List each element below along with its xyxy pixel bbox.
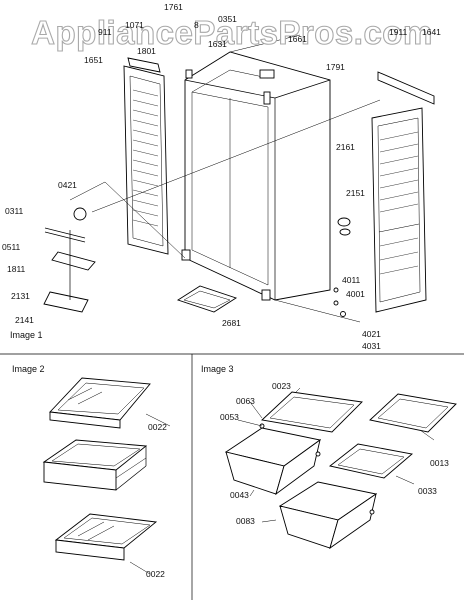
image1-drawing (43, 34, 435, 323)
part-label[interactable]: 1811 (7, 264, 26, 274)
section-label-image1: Image 1 (10, 330, 43, 340)
part-label[interactable]: 0083 (236, 516, 255, 526)
part-label[interactable]: 0022 (146, 569, 165, 579)
part-label[interactable]: 2681 (222, 318, 241, 328)
part-label[interactable]: 911 (98, 27, 112, 37)
part-label[interactable]: 0033 (418, 486, 437, 496)
image1-labels: 1761 1071 911 8 0351 1801 1631 1661 1651… (2, 2, 441, 351)
image3-labels: 0023 0063 0053 0013 0043 0033 0083 (220, 381, 449, 526)
part-label[interactable]: 0053 (220, 412, 239, 422)
part-label[interactable]: 0063 (236, 396, 255, 406)
part-label[interactable]: 4011 (342, 275, 361, 285)
part-label[interactable]: 1651 (84, 55, 103, 65)
part-label[interactable]: 2151 (346, 188, 365, 198)
part-label[interactable]: 1641 (422, 27, 441, 37)
image2-drawing (42, 377, 171, 575)
watermark: AppliancePartsPros.com (31, 14, 433, 51)
part-label[interactable]: 1801 (137, 46, 156, 56)
part-label[interactable]: 0013 (430, 458, 449, 468)
part-label[interactable]: 4001 (346, 289, 365, 299)
part-label[interactable]: 0421 (58, 180, 77, 190)
part-label[interactable]: 1791 (326, 62, 345, 72)
part-label[interactable]: 0311 (5, 206, 24, 216)
part-label[interactable]: 0351 (218, 14, 237, 24)
part-label[interactable]: 1071 (125, 20, 144, 30)
part-label[interactable]: 2161 (336, 142, 355, 152)
part-label[interactable]: 2131 (11, 291, 30, 301)
section-label-image3: Image 3 (201, 364, 234, 374)
part-label[interactable]: 0043 (230, 490, 249, 500)
part-label[interactable]: 8 (194, 20, 199, 30)
part-label[interactable]: 0022 (148, 422, 167, 432)
part-label[interactable]: 0511 (2, 242, 21, 252)
image3-drawing (224, 387, 457, 550)
part-label[interactable]: 1631 (208, 39, 227, 49)
part-label[interactable]: 4021 (362, 329, 381, 339)
part-label[interactable]: 1761 (164, 2, 183, 12)
section-frames (0, 353, 464, 600)
part-label[interactable]: 1911 (389, 27, 408, 37)
part-label[interactable]: 0023 (272, 381, 291, 391)
part-label[interactable]: 4031 (362, 341, 381, 351)
section-label-image2: Image 2 (12, 364, 45, 374)
image2-labels: 0022 0022 (146, 422, 167, 579)
part-label[interactable]: 1661 (288, 34, 307, 44)
part-label[interactable]: 2141 (15, 315, 34, 325)
